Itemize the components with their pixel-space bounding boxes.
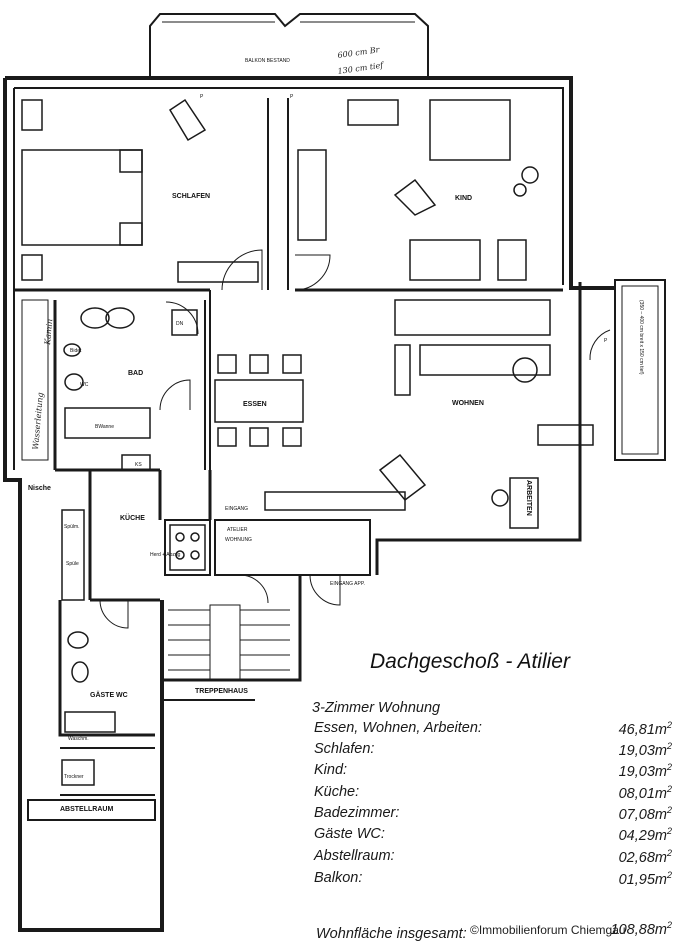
- dining-table: [214, 354, 304, 447]
- side-balcony: [614, 279, 666, 461]
- room-label-nische: Nische: [28, 485, 51, 492]
- label-p2: P: [290, 94, 294, 100]
- room-label-bad: BAD: [128, 370, 143, 377]
- label-spuelm: Spülm.: [64, 524, 80, 530]
- total-area-label: Wohnfläche insgesamt:: [316, 926, 467, 942]
- watermark: ©Immobilienforum Chiemgau: [470, 923, 626, 937]
- area-row: Abstellraum: 02,68m2: [300, 848, 672, 868]
- label-herd: Herd + Abzug: [150, 552, 181, 558]
- label-bwanne: BWanne: [95, 424, 114, 430]
- area-row-name: Küche:: [314, 784, 360, 800]
- area-row: Schlafen: 19,03m2: [300, 741, 672, 761]
- area-row-name: Badezimmer:: [314, 805, 400, 821]
- furniture-kueche: [61, 454, 206, 601]
- area-row-name: Essen, Wohnen, Arbeiten:: [314, 720, 482, 736]
- room-label-arbeiten: ARBEITEN: [525, 480, 532, 516]
- apartment-type: 3-Zimmer Wohnung: [312, 700, 441, 716]
- label-ks: KS: [135, 462, 142, 468]
- label-balkon: BALKON BESTAND: [245, 58, 290, 64]
- interior-walls: [14, 98, 563, 821]
- label-dn: DN: [176, 321, 184, 327]
- area-row-name: Schlafen:: [314, 741, 375, 757]
- area-row-value: 02,68m2: [618, 848, 672, 866]
- room-label-abstellraum: ABSTELLRAUM: [60, 806, 113, 813]
- balcony: [149, 13, 429, 80]
- left-hatched-wall: [21, 299, 49, 461]
- furniture-bad: [63, 307, 198, 439]
- label-wohnung: WOHNUNG: [225, 537, 252, 543]
- room-label-essen: ESSEN: [243, 401, 267, 408]
- room-label-treppenhaus: TREPPENHAUS: [195, 688, 248, 695]
- room-label-wohnen: WOHNEN: [452, 400, 484, 407]
- label-p3: P: [604, 338, 608, 344]
- label-bidet: Bidet: [70, 348, 82, 354]
- label-atelier: ATELIER: [227, 527, 248, 533]
- room-label-schlafen: SCHLAFEN: [172, 193, 210, 200]
- label-wc: WC: [80, 382, 89, 388]
- furniture-gaeste-wc: [61, 631, 116, 786]
- handwritten-left-note-1: Wasserleitung: [31, 392, 45, 450]
- area-row-value: 19,03m2: [618, 762, 672, 780]
- label-waschm: Waschm.: [68, 736, 89, 742]
- area-row: Essen, Wohnen, Arbeiten: 46,81m2: [300, 720, 672, 740]
- area-row-name: Abstellraum:: [314, 848, 395, 864]
- area-row-name: Gäste WC:: [314, 826, 385, 842]
- handwritten-balkon-dims-2: 130 cm tief: [337, 60, 386, 76]
- label-trockner: Trockner: [64, 774, 84, 780]
- area-row-value: 08,01m2: [618, 784, 672, 802]
- area-row-name: Kind:: [314, 762, 348, 778]
- area-row-value: 46,81m2: [618, 720, 672, 738]
- outer-walls: [3, 76, 615, 932]
- furniture-kind: [297, 99, 539, 281]
- label-spuele: Spüle: [66, 561, 79, 567]
- door-swings: [99, 249, 611, 629]
- area-row: Küche: 08,01m2: [300, 784, 672, 804]
- room-label-kueche: KÜCHE: [120, 513, 145, 522]
- room-label-kind: KIND: [455, 195, 472, 202]
- label-side-balcony-dims: (350 – 400 cm breit x 150 cm tief): [638, 300, 644, 375]
- label-p1: P: [200, 94, 204, 100]
- label-eingang-app: EINGANG APP.: [330, 581, 365, 587]
- plan-title: Dachgeschoß - Atilier: [370, 650, 570, 673]
- furniture-wohnen: [264, 299, 594, 529]
- handwritten-balkon-dims-1: 600 cm Br: [337, 45, 381, 60]
- area-row-value: 04,29m2: [618, 826, 672, 844]
- area-row: Badezimmer: 07,08m2: [300, 805, 672, 825]
- handwritten-left-note-2: Kamin: [43, 318, 54, 346]
- area-row-value: 01,95m2: [618, 870, 672, 888]
- label-eingang: EINGANG: [225, 506, 248, 512]
- room-label-gaeste-wc: GÄSTE WC: [90, 691, 128, 699]
- area-row-value: 19,03m2: [618, 741, 672, 759]
- staircase: [168, 604, 290, 681]
- area-row-name: Balkon:: [314, 870, 363, 886]
- area-row: Balkon: 01,95m2: [300, 870, 672, 890]
- bed-schlafen: [21, 98, 259, 283]
- total-area-value: 108,88m2: [610, 920, 672, 938]
- area-row-value: 07,08m2: [618, 805, 672, 823]
- area-row: Gäste WC: 04,29m2: [300, 826, 672, 846]
- area-row: Kind: 19,03m2: [300, 762, 672, 782]
